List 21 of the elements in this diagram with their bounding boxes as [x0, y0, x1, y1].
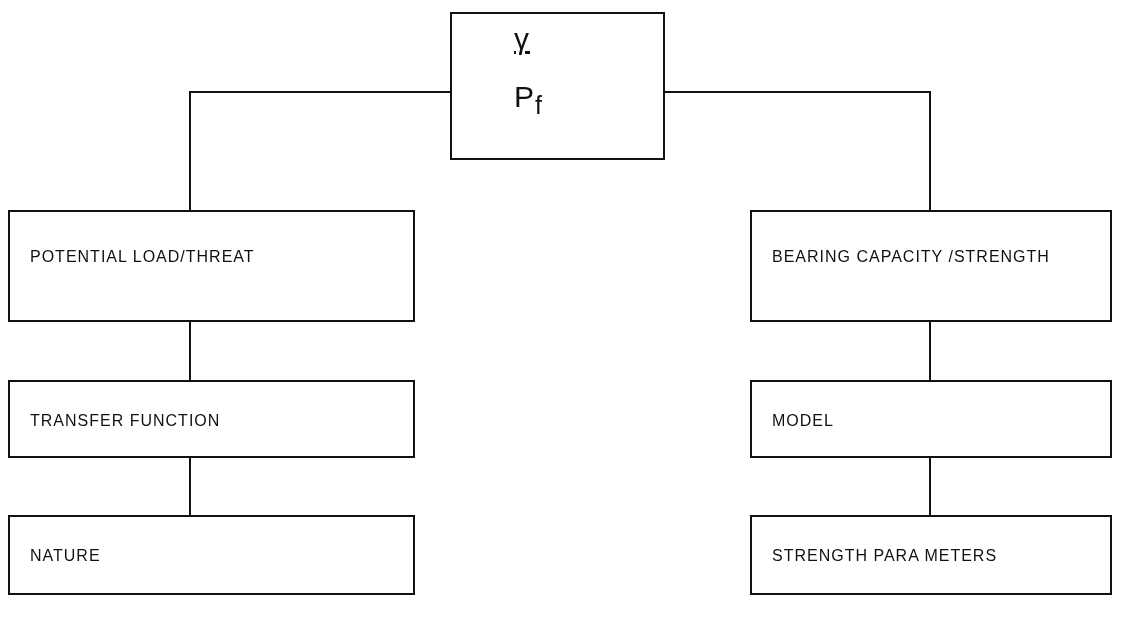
connector-line [929, 457, 931, 516]
process-box [8, 515, 415, 595]
connector-line [929, 321, 931, 381]
box-label: MODEL [772, 411, 835, 431]
symbol-probability: P$_{f}$ [514, 80, 543, 120]
box-label: BEARING CAPACITY /STRENGTH [772, 247, 1051, 267]
box-label: TRANSFER FUNCTION [30, 411, 222, 431]
box-label: NATURE [30, 546, 102, 566]
result-box [450, 12, 665, 160]
process-box [8, 380, 415, 458]
box-label: STRENGTH PARA METERS [772, 546, 999, 566]
process-box [750, 210, 1112, 322]
connector-line [664, 91, 931, 211]
connector-line [189, 91, 451, 211]
connector-line [189, 321, 191, 381]
process-box [8, 210, 415, 322]
process-box [750, 515, 1112, 595]
process-box [750, 380, 1112, 458]
box-label: POTENTIAL LOAD/THREAT [30, 247, 256, 267]
symbol-gamma: γ [514, 22, 530, 56]
connector-line [189, 457, 191, 516]
